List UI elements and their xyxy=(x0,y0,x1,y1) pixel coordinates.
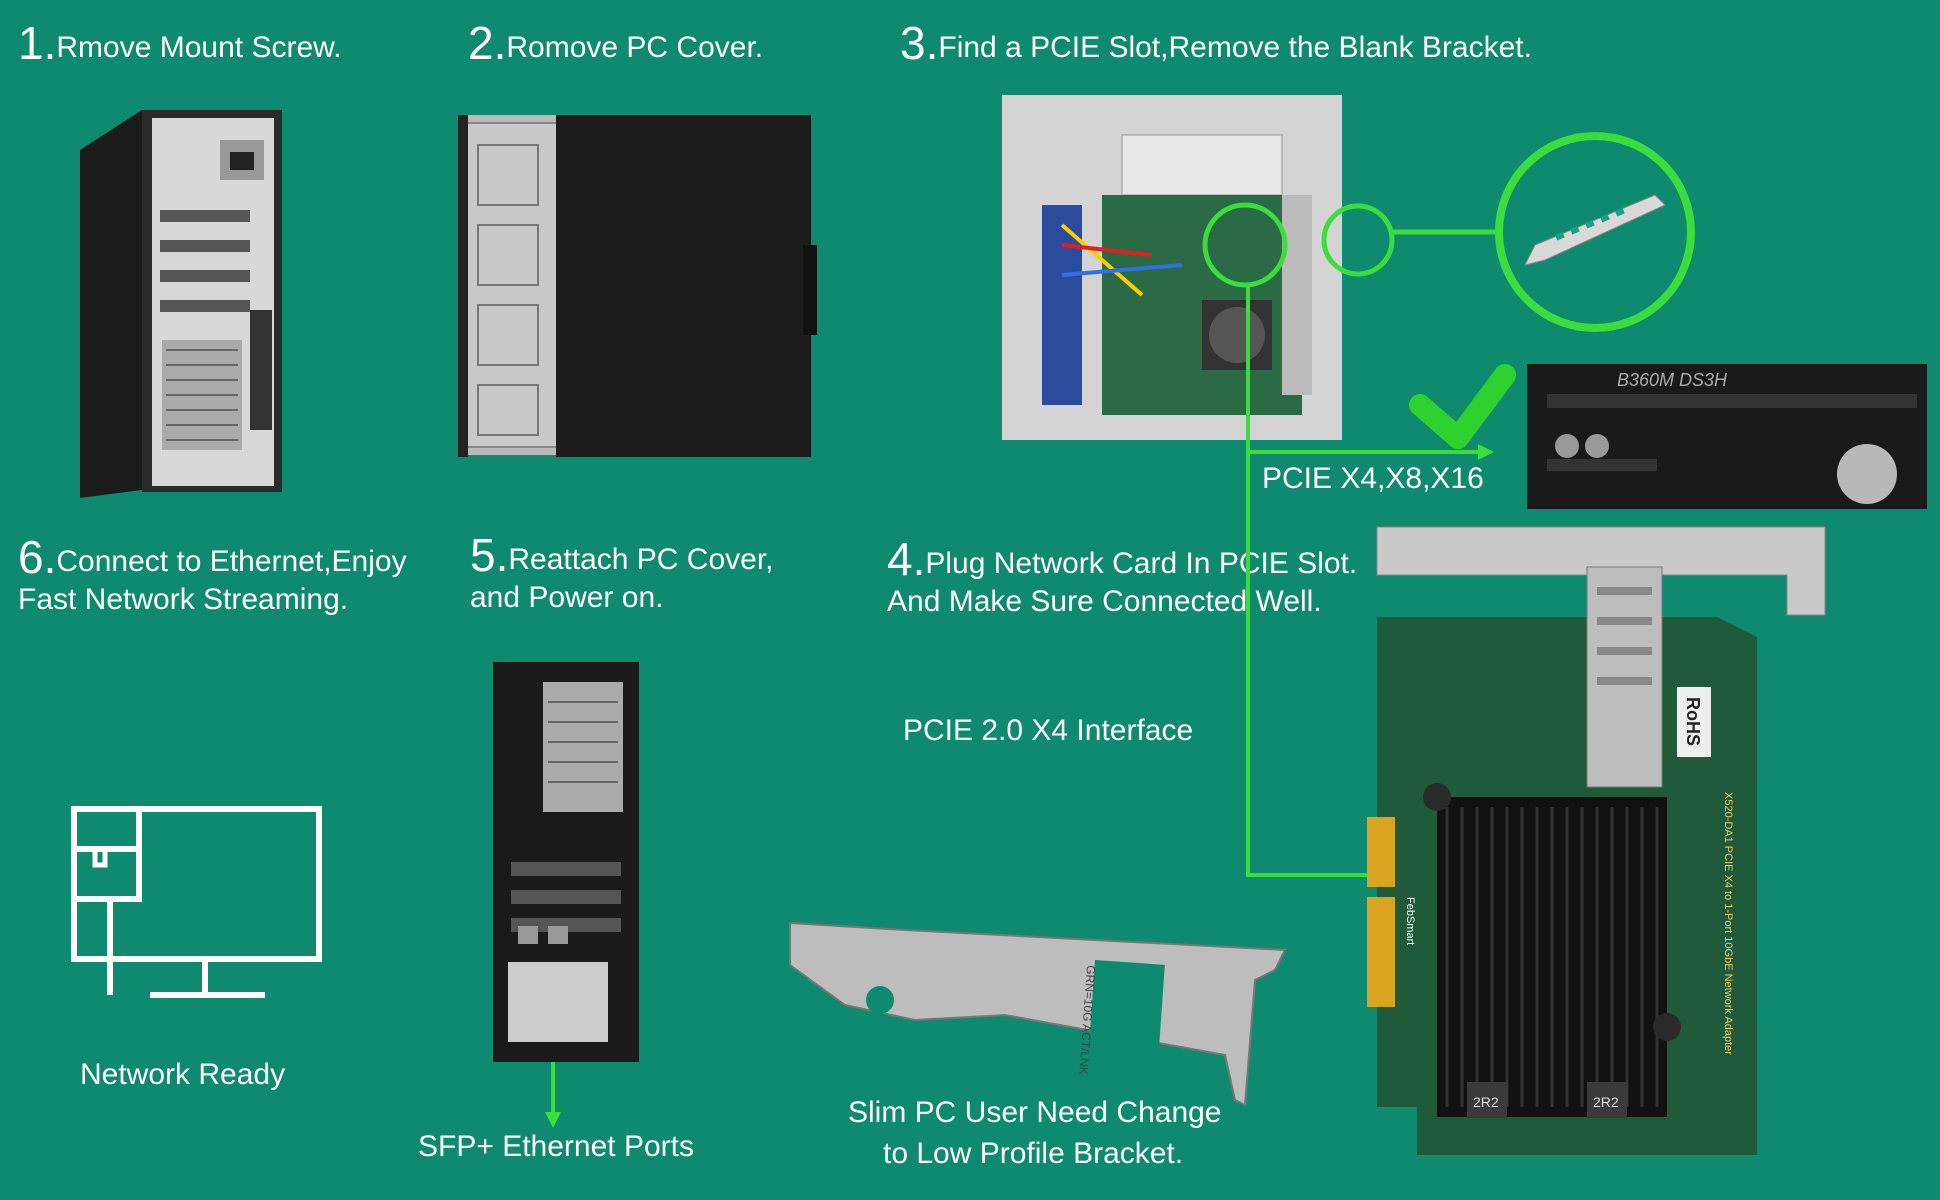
interface-label: PCIE 2.0 X4 Interface xyxy=(903,714,1194,747)
slim-pc-label-line2: to Low Profile Bracket. xyxy=(883,1137,1184,1170)
motherboard-model-text: B360M DS3H xyxy=(1617,370,1728,390)
pc-rear-with-card-image xyxy=(493,662,639,1062)
pc-tower-rear-image xyxy=(80,110,282,498)
inductor-label-2: 2R2 xyxy=(1593,1094,1619,1110)
inductor-label-1: 2R2 xyxy=(1473,1094,1499,1110)
step-6-title: 6.Connect to Ethernet,Enjoy Fast Network… xyxy=(18,531,407,616)
step-3-title: 3.Find a PCIE Slot,Remove the Blank Brac… xyxy=(900,17,1532,69)
brand-text: FebSmart xyxy=(1404,897,1416,945)
pcie-slots-label: PCIE X4,X8,X16 xyxy=(1262,462,1484,495)
card-model-text: X520-DA1 PCIE X4 to 1-Port 10GbE Network… xyxy=(1722,792,1734,1055)
network-ready-label: Network Ready xyxy=(80,1058,286,1091)
checkmark-icon xyxy=(1409,364,1516,449)
step-5-title: 5.Reattach PC Cover, and Power on. xyxy=(470,529,774,614)
step-2-title: 2.Romove PC Cover. xyxy=(468,17,764,69)
network-card-image: 2R2 2R2 RoHS X520-DA1 PCIE X4 to 1-Port … xyxy=(1367,526,1826,1155)
pc-side-cover-image xyxy=(458,115,817,457)
monitor-icon xyxy=(71,806,322,998)
pc-interior-image xyxy=(1002,95,1342,440)
blank-bracket-image xyxy=(1524,194,1666,266)
sfp-ports-label: SFP+ Ethernet Ports xyxy=(418,1130,694,1163)
low-profile-bracket-image: GRN=10G ACT/LNK xyxy=(789,921,1287,1107)
slim-pc-label-line1: Slim PC User Need Change xyxy=(848,1096,1222,1129)
motherboard-closeup-image: B360M DS3H xyxy=(1527,364,1927,509)
step-1-title: 1.Rmove Mount Screw. xyxy=(18,17,342,69)
rohs-text: RoHS xyxy=(1683,697,1703,746)
step-4-title: 4.Plug Network Card In PCIE Slot. And Ma… xyxy=(887,533,1358,618)
